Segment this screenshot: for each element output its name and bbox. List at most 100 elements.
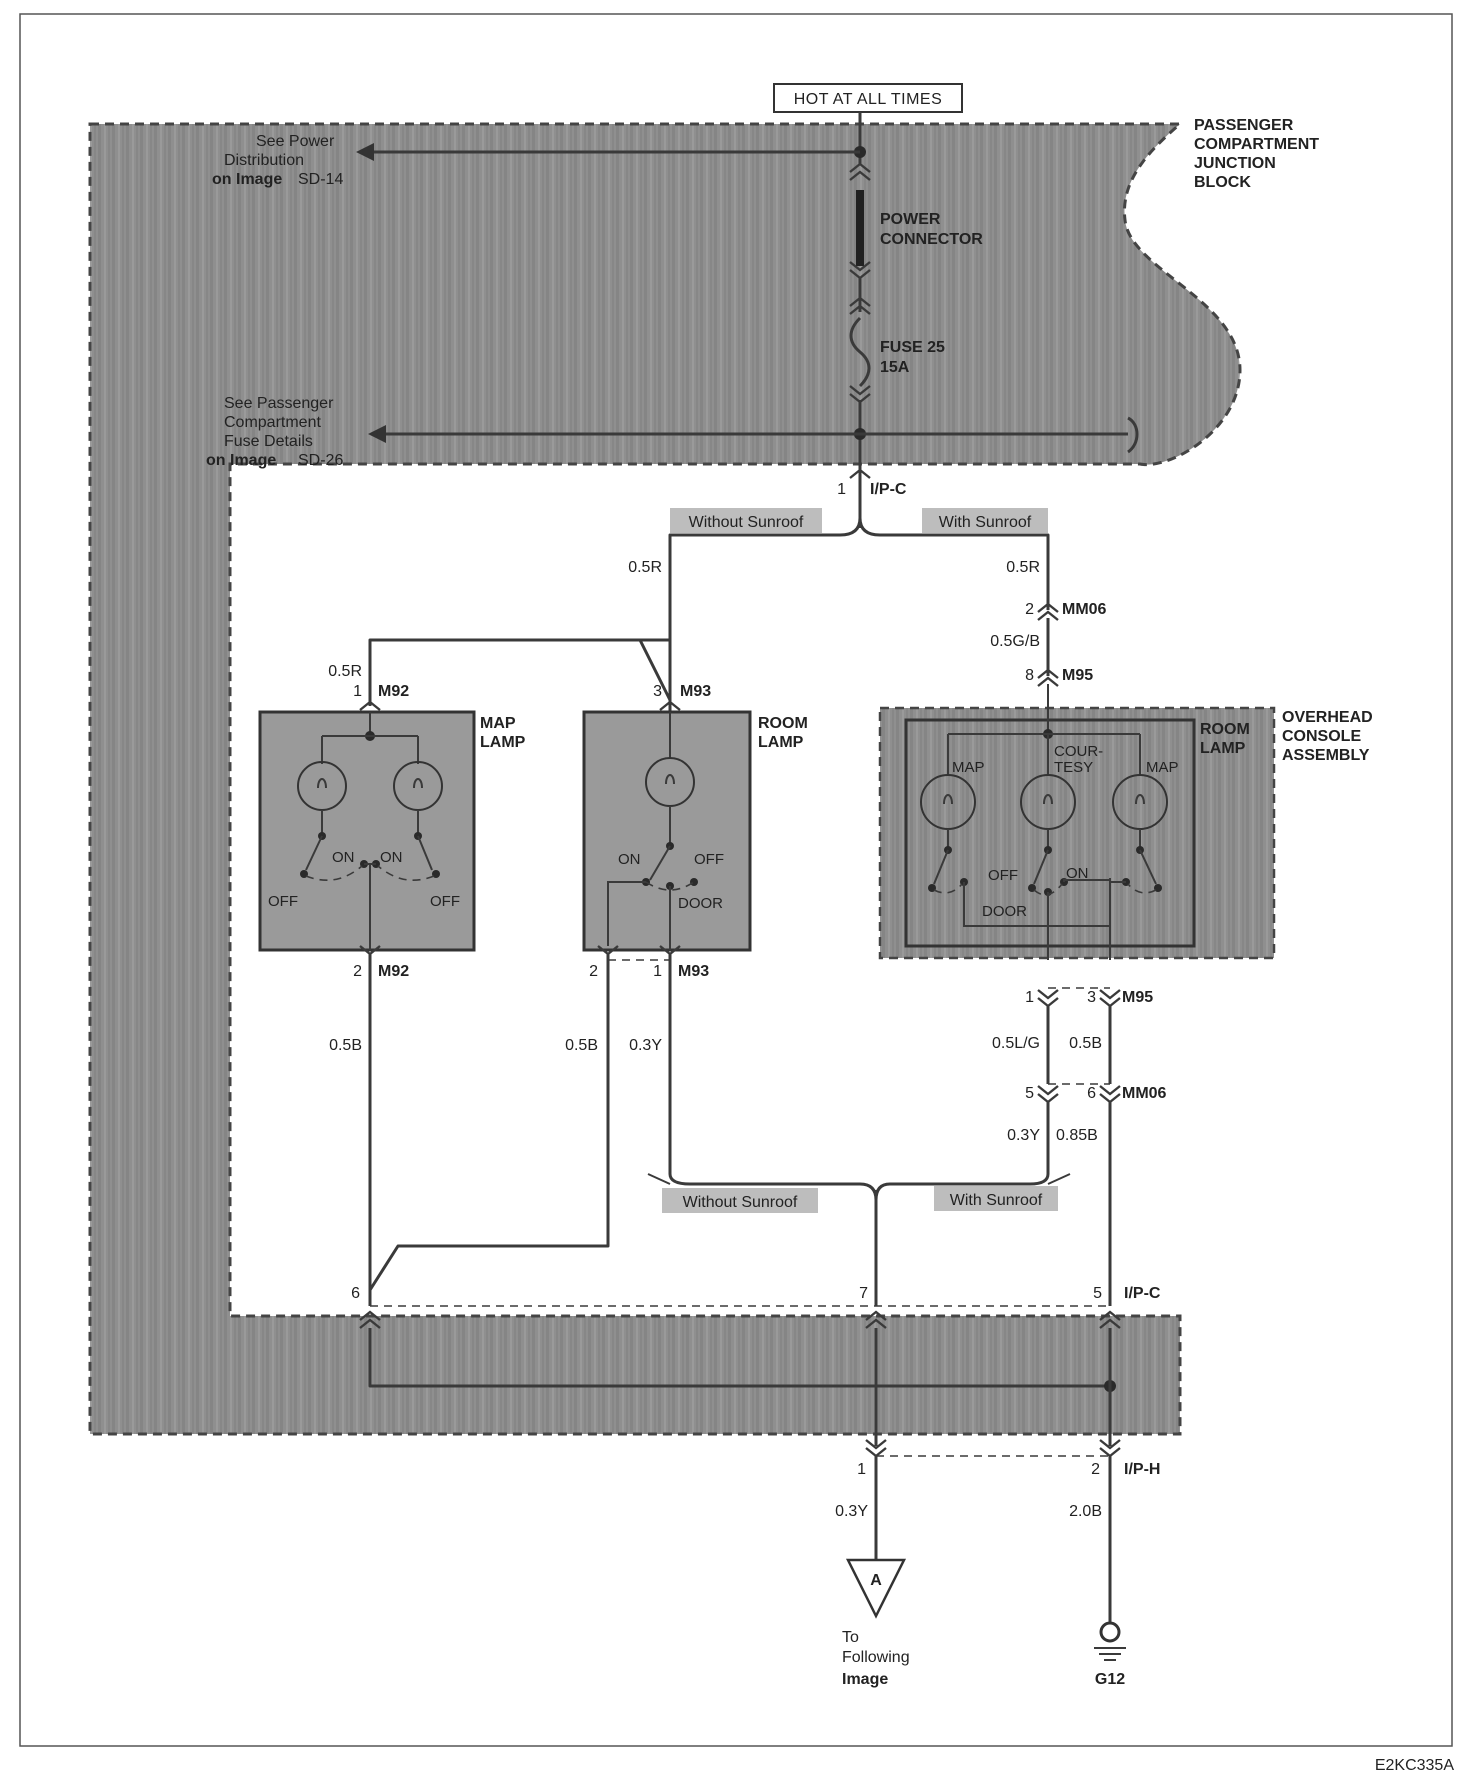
ipc-pin6-icon (359, 1310, 381, 1329)
map-bulb-right-filament (413, 778, 423, 789)
see-pass-3: Fuse Details (224, 433, 313, 450)
junction-block-region (88, 122, 1242, 1436)
room-sw-off-label: OFF (694, 851, 724, 868)
with-sunroof-bottom-label: With Sunroof (950, 1192, 1043, 1209)
map-lamp-common-lead (364, 863, 376, 950)
m95-pin3-number: 3 (1087, 989, 1096, 1006)
power-connector-label-1: POWER (880, 211, 941, 228)
console-sw-door-label: DOOR (982, 903, 1027, 920)
room-lamp-feed-jog (638, 639, 672, 701)
without-sunroof-top-label: Without Sunroof (689, 514, 804, 531)
pcjb-label-3: JUNCTION (1194, 155, 1276, 172)
hot-at-all-times-label: HOT AT ALL TIMES (794, 91, 943, 108)
wire-03y-console: 0.3Y (1007, 1127, 1040, 1144)
m92-pin2-number: 2 (353, 963, 362, 980)
mm06-pin6-icon (1099, 1085, 1121, 1104)
map-sw-off-left: OFF (268, 893, 298, 910)
connector-a-triangle-icon (845, 1558, 907, 1619)
map-sw-off-right: OFF (430, 893, 460, 910)
fuse-label-1: FUSE 25 (880, 339, 945, 356)
wire-20b: 2.0B (1069, 1503, 1102, 1520)
room-lamp-label-1: ROOM (758, 715, 808, 732)
map-lamp-feed-wire (368, 638, 670, 706)
power-dist-arrow-icon (356, 143, 374, 161)
room-lamp-label-2: LAMP (758, 734, 804, 751)
wire-05gb: 0.5G/B (990, 633, 1040, 650)
m95-pin8-icon (1037, 668, 1059, 687)
see-power-3a: on Image (212, 171, 282, 188)
page-border (19, 13, 1453, 1747)
fuse-icon (849, 316, 871, 388)
mm06-pin5-number: 5 (1025, 1085, 1034, 1102)
with-sunroof-top-tag (922, 508, 1048, 533)
m93-bottom-label: M93 (678, 963, 709, 980)
fuse-details-arrow-icon (368, 425, 386, 443)
wire-05r-room: 0.5R (628, 559, 662, 576)
map-lamp-switch-leads (321, 810, 419, 836)
with-sunroof-bottom-tag (934, 1186, 1058, 1211)
ground-symbol-icon (1094, 1647, 1126, 1661)
console-room-lamp-box (904, 718, 1196, 948)
with-sunroof-top-label: With Sunroof (939, 514, 1032, 531)
console-room-lamp-label-1: ROOM (1200, 721, 1250, 738)
mm06-pin5-icon (1037, 1085, 1059, 1104)
pcjb-label-4: BLOCK (1194, 174, 1251, 191)
mm06-pin6-number: 6 (1087, 1085, 1096, 1102)
map-lamp-internal-bus (321, 735, 419, 764)
ipc-pin7-icon (865, 1310, 887, 1329)
room-sw-on-label: ON (618, 851, 641, 868)
console-map-left-label: MAP (952, 759, 985, 776)
room-sw-off (690, 878, 698, 886)
ipc-pin7-number: 7 (859, 1285, 868, 1302)
see-pass-4b: SD-26 (298, 452, 343, 469)
to-following-3: Image (842, 1671, 888, 1688)
map-sw-on-left: ON (332, 849, 355, 866)
m95-pin1-number: 1 (1025, 989, 1034, 1006)
map-lamp-label-1: MAP (480, 715, 516, 732)
iph-pin1-number: 1 (857, 1461, 866, 1478)
see-power-2: Distribution (224, 152, 304, 169)
room-sw-arm (649, 845, 671, 881)
ground-label: G12 (1095, 1671, 1125, 1688)
overhead-label-2: CONSOLE (1282, 728, 1361, 745)
overhead-label-3: ASSEMBLY (1282, 747, 1370, 764)
room-lamp-door-wire (368, 954, 610, 1291)
wire-05r-console: 0.5R (1006, 559, 1040, 576)
console-map-right-label: MAP (1146, 759, 1179, 776)
console-internal-bus (947, 733, 1141, 776)
fuse-top-connector-icon (849, 296, 871, 315)
see-pass-1: See Passenger (224, 395, 334, 412)
console-sw-arms (933, 849, 1157, 885)
room-bulb-filament (665, 774, 675, 785)
mm06-top-label: MM06 (1062, 601, 1107, 618)
iph-pin2-number: 2 (1091, 1461, 1100, 1478)
m92-top-label: M92 (378, 683, 409, 700)
m95-bottom-label: M95 (1122, 989, 1153, 1006)
m93-top-label: M93 (680, 683, 711, 700)
power-connector-top-icon (849, 162, 871, 181)
overhead-console-region (878, 706, 1276, 960)
without-sunroof-bottom-tag (662, 1188, 818, 1213)
fuse-label-2: 15A (880, 359, 910, 376)
ipc-pin5-icon (1099, 1310, 1121, 1329)
console-tesy-label: TESY (1054, 759, 1093, 776)
console-internal-returns (963, 878, 1126, 960)
map-sw-on-right: ON (380, 849, 403, 866)
power-connector-label-2: CONNECTOR (880, 231, 983, 248)
with-sunroof-top-wire (858, 517, 1050, 610)
console-sw-off-label: OFF (988, 867, 1018, 884)
wire-05b-room: 0.5B (565, 1037, 598, 1054)
map-sw-arms (305, 835, 433, 871)
without-sunroof-bottom-label: Without Sunroof (683, 1194, 798, 1211)
junction-ground-bus (368, 1328, 1110, 1388)
see-power-3b: SD-14 (298, 171, 343, 188)
wire-085b: 0.85B (1056, 1127, 1098, 1144)
merge-right-tick (1047, 1173, 1071, 1185)
map-lamp-box (258, 710, 476, 952)
room-sw-travel (645, 881, 695, 891)
m93-pin3-icon (659, 700, 681, 711)
wire-05b-map: 0.5B (329, 1037, 362, 1054)
m95-pin8-number: 8 (1025, 667, 1034, 684)
